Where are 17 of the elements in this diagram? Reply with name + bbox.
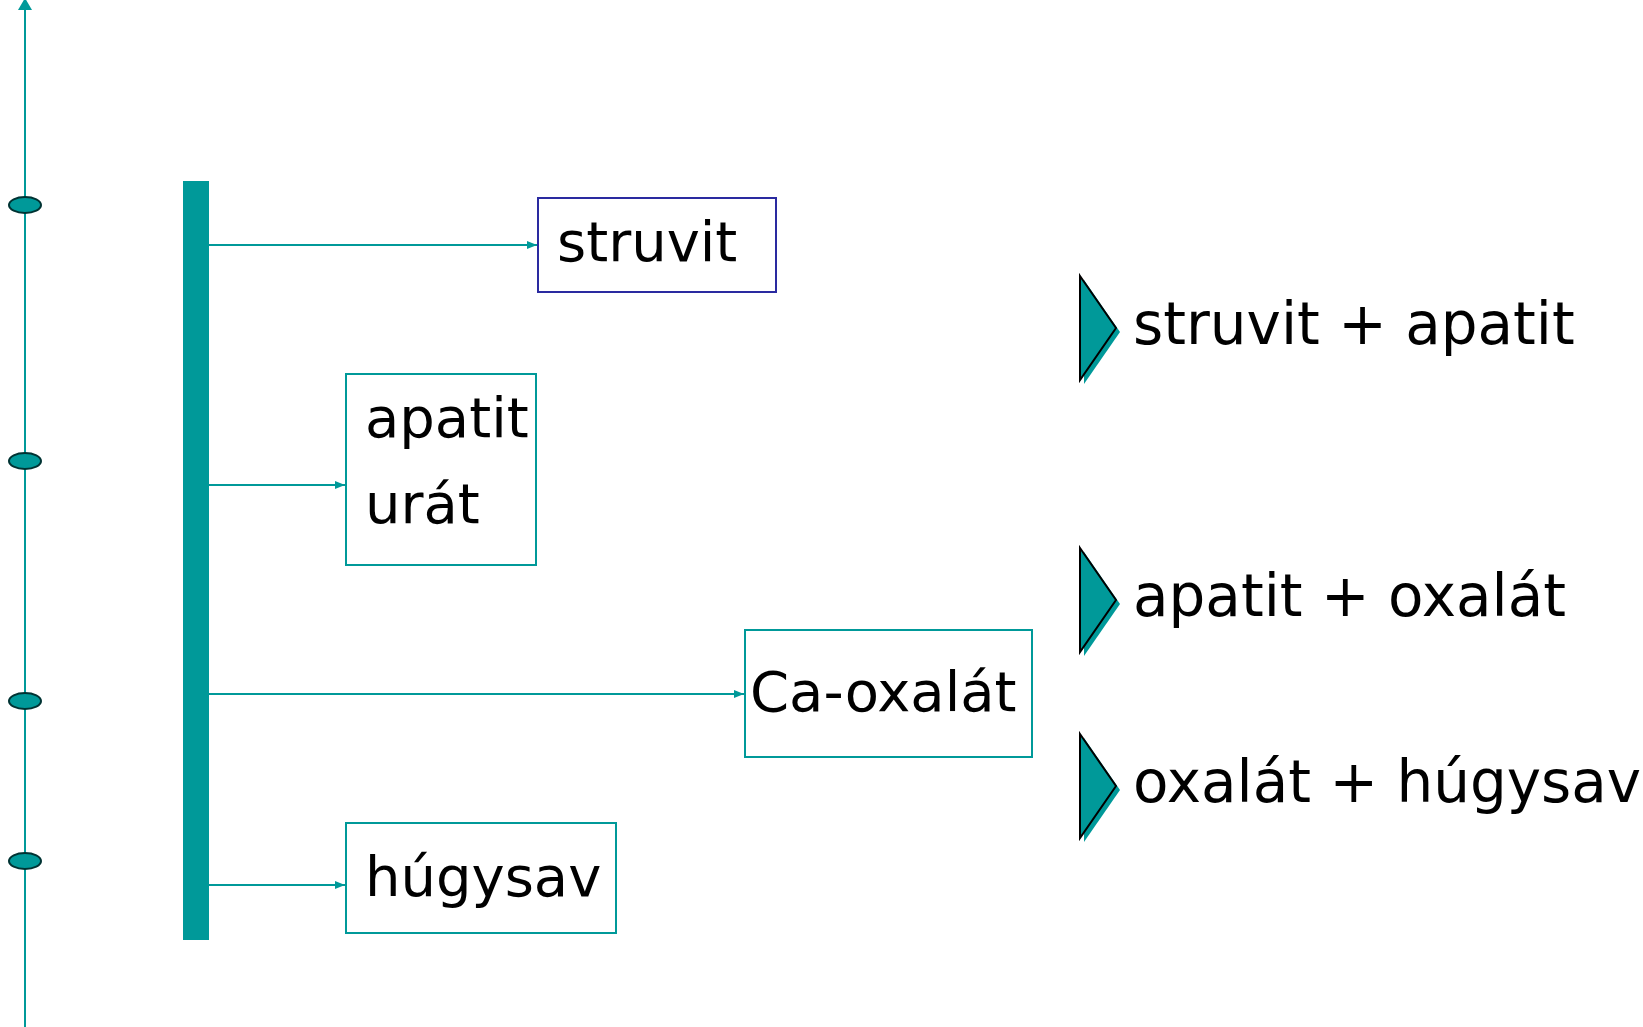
vertical-bar [183,181,209,940]
arrow [208,481,346,489]
arrow [208,241,538,249]
mineral-box [744,629,1033,758]
arrow [208,881,346,889]
mineral-box [345,373,537,566]
mineral-name: húgysav [365,843,603,911]
arrow [208,690,745,698]
mineral-box [537,197,777,293]
bullet-text: apatit + oxalát [1133,562,1566,630]
bullet-text: struvit + apatit [1133,290,1575,358]
bullet-text: oxalát + húgysav [1133,748,1642,816]
mineral-name: struvit [557,208,739,276]
mineral-name: Ca-oxalát [750,658,1018,726]
mineral-name: urát [365,470,481,538]
mineral-name: apatit [365,384,530,452]
mineral-box [345,822,617,934]
